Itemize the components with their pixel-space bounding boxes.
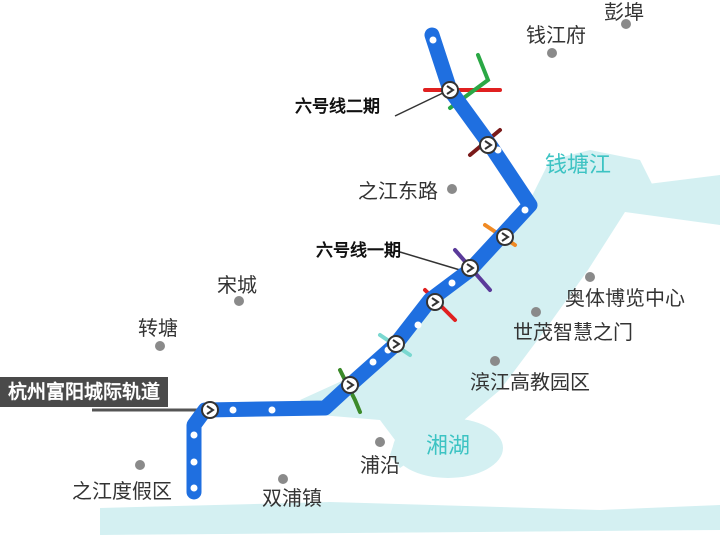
- station-icon: [448, 279, 456, 287]
- place-zhijiang-resort: 之江度假区: [72, 479, 172, 503]
- label-xiang-lake: 湘湖: [426, 434, 471, 459]
- place-aoti-center: 奥体博览中心: [565, 286, 685, 310]
- interchange-icon: [441, 81, 459, 99]
- station-icon: [429, 36, 437, 44]
- place-zhuantang: 转塘: [138, 316, 178, 340]
- place-marker: [278, 474, 288, 484]
- label-qiantang-river: 钱塘江: [545, 153, 612, 178]
- place-marker: [585, 272, 595, 282]
- place-marker: [547, 48, 557, 58]
- interchange-icon: [479, 136, 497, 154]
- interchange-icon: [387, 335, 405, 353]
- station-icon: [369, 358, 377, 366]
- place-marker: [447, 184, 457, 194]
- station-icon: [414, 321, 422, 329]
- place-songcheng: 宋城: [217, 273, 257, 297]
- label-intercity-rail: 杭州富阳城际轨道: [0, 377, 169, 407]
- place-marker: [155, 341, 165, 351]
- interchange-icon: [496, 228, 514, 246]
- label-line6-phase-one: 六号线一期: [316, 241, 401, 261]
- place-marker: [375, 437, 385, 447]
- place-marker: [531, 307, 541, 317]
- qiantang-river: [100, 150, 720, 535]
- interchange-icon: [461, 259, 479, 277]
- place-zhijiang-donglu: 之江东路: [358, 179, 438, 203]
- station-icon: [268, 406, 276, 414]
- place-penghu: 彭埠: [604, 0, 644, 24]
- place-shuangpu: 双浦镇: [262, 486, 322, 510]
- station-icon: [521, 206, 529, 214]
- station-icon: [190, 431, 198, 439]
- station-icon: [229, 406, 237, 414]
- label-line6-phase-two: 六号线二期: [295, 97, 380, 117]
- place-marker: [135, 460, 145, 470]
- interchange-icon: [341, 376, 359, 394]
- place-marker: [234, 296, 244, 306]
- place-marker: [621, 19, 631, 29]
- place-puyan: 浦沿: [360, 453, 400, 477]
- place-qianjiangfu: 钱江府: [526, 23, 586, 47]
- xiang-lake: [393, 418, 503, 478]
- station-icon: [190, 458, 198, 466]
- phase-two-pointer: [394, 91, 446, 117]
- interchange-icon: [426, 293, 444, 311]
- interchange-icon: [201, 401, 219, 419]
- place-shimao: 世茂智慧之门: [513, 320, 633, 344]
- interchanges: [201, 81, 514, 419]
- phase-one-pointer: [399, 251, 461, 271]
- station-icon: [190, 484, 198, 492]
- place-binjiang-park: 滨江高教园区: [470, 370, 590, 394]
- place-marker: [490, 356, 500, 366]
